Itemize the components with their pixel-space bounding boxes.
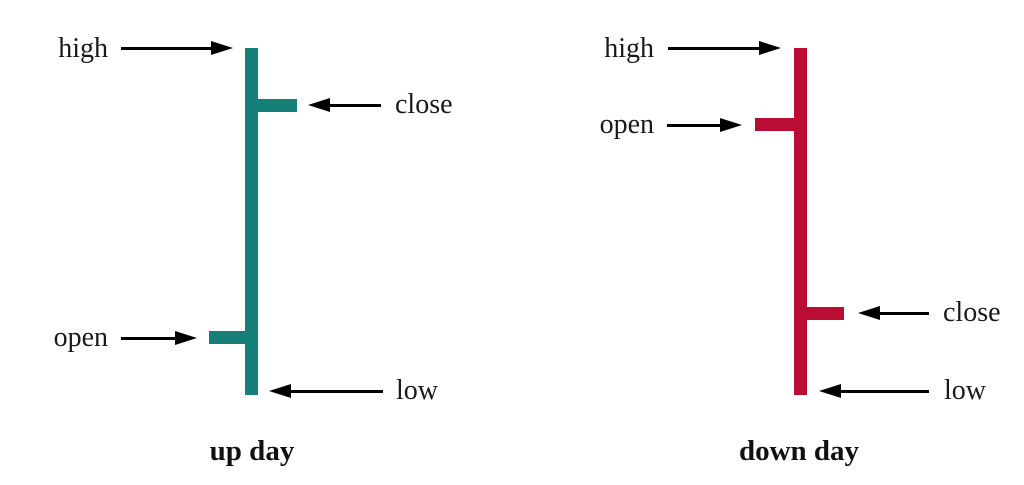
arrow-left-icon xyxy=(308,98,330,112)
up-day-open-label: open xyxy=(53,322,108,353)
arrow-right-icon xyxy=(175,331,197,345)
arrow-shaft xyxy=(880,311,929,315)
arrow-left-icon xyxy=(858,306,880,320)
up-day-high-label: high xyxy=(58,33,108,64)
arrow-shaft xyxy=(668,46,759,50)
up-day-panel: high close open low up day xyxy=(53,33,453,467)
arrow-right-icon xyxy=(759,41,781,55)
up-day-open-arrow xyxy=(121,331,197,345)
up-day-low-arrow xyxy=(269,384,383,398)
up-day-low-label: low xyxy=(396,375,438,406)
up-day-close-label: close xyxy=(395,89,453,120)
up-day-open-tick xyxy=(209,331,245,344)
up-day-close-arrow xyxy=(308,98,381,112)
up-day-high-arrow xyxy=(121,41,233,55)
arrow-right-icon xyxy=(211,41,233,55)
down-day-open-tick xyxy=(755,118,794,131)
down-day-open-label: open xyxy=(599,109,654,140)
arrow-shaft xyxy=(841,389,929,393)
arrow-shaft xyxy=(291,389,383,393)
down-day-open-arrow xyxy=(667,118,742,132)
arrow-left-icon xyxy=(269,384,291,398)
down-day-caption: down day xyxy=(738,435,860,467)
down-day-close-arrow xyxy=(858,306,929,320)
down-day-price-bar xyxy=(794,48,807,395)
up-day-caption: up day xyxy=(209,435,295,467)
down-day-high-arrow xyxy=(668,41,781,55)
arrow-shaft xyxy=(667,123,720,127)
down-day-panel: high open close low down day xyxy=(512,0,1024,485)
down-day-close-tick xyxy=(807,307,844,320)
down-day-low-arrow xyxy=(819,384,929,398)
arrow-shaft xyxy=(330,103,381,107)
arrow-shaft xyxy=(121,336,175,340)
up-day-price-bar xyxy=(245,48,258,395)
arrow-shaft xyxy=(121,46,211,50)
down-day-close-label: close xyxy=(943,297,1001,328)
arrow-right-icon xyxy=(720,118,742,132)
down-day-low-label: low xyxy=(944,375,986,406)
up-day-close-tick xyxy=(258,99,297,112)
arrow-left-icon xyxy=(819,384,841,398)
down-day-high-label: high xyxy=(604,33,654,64)
